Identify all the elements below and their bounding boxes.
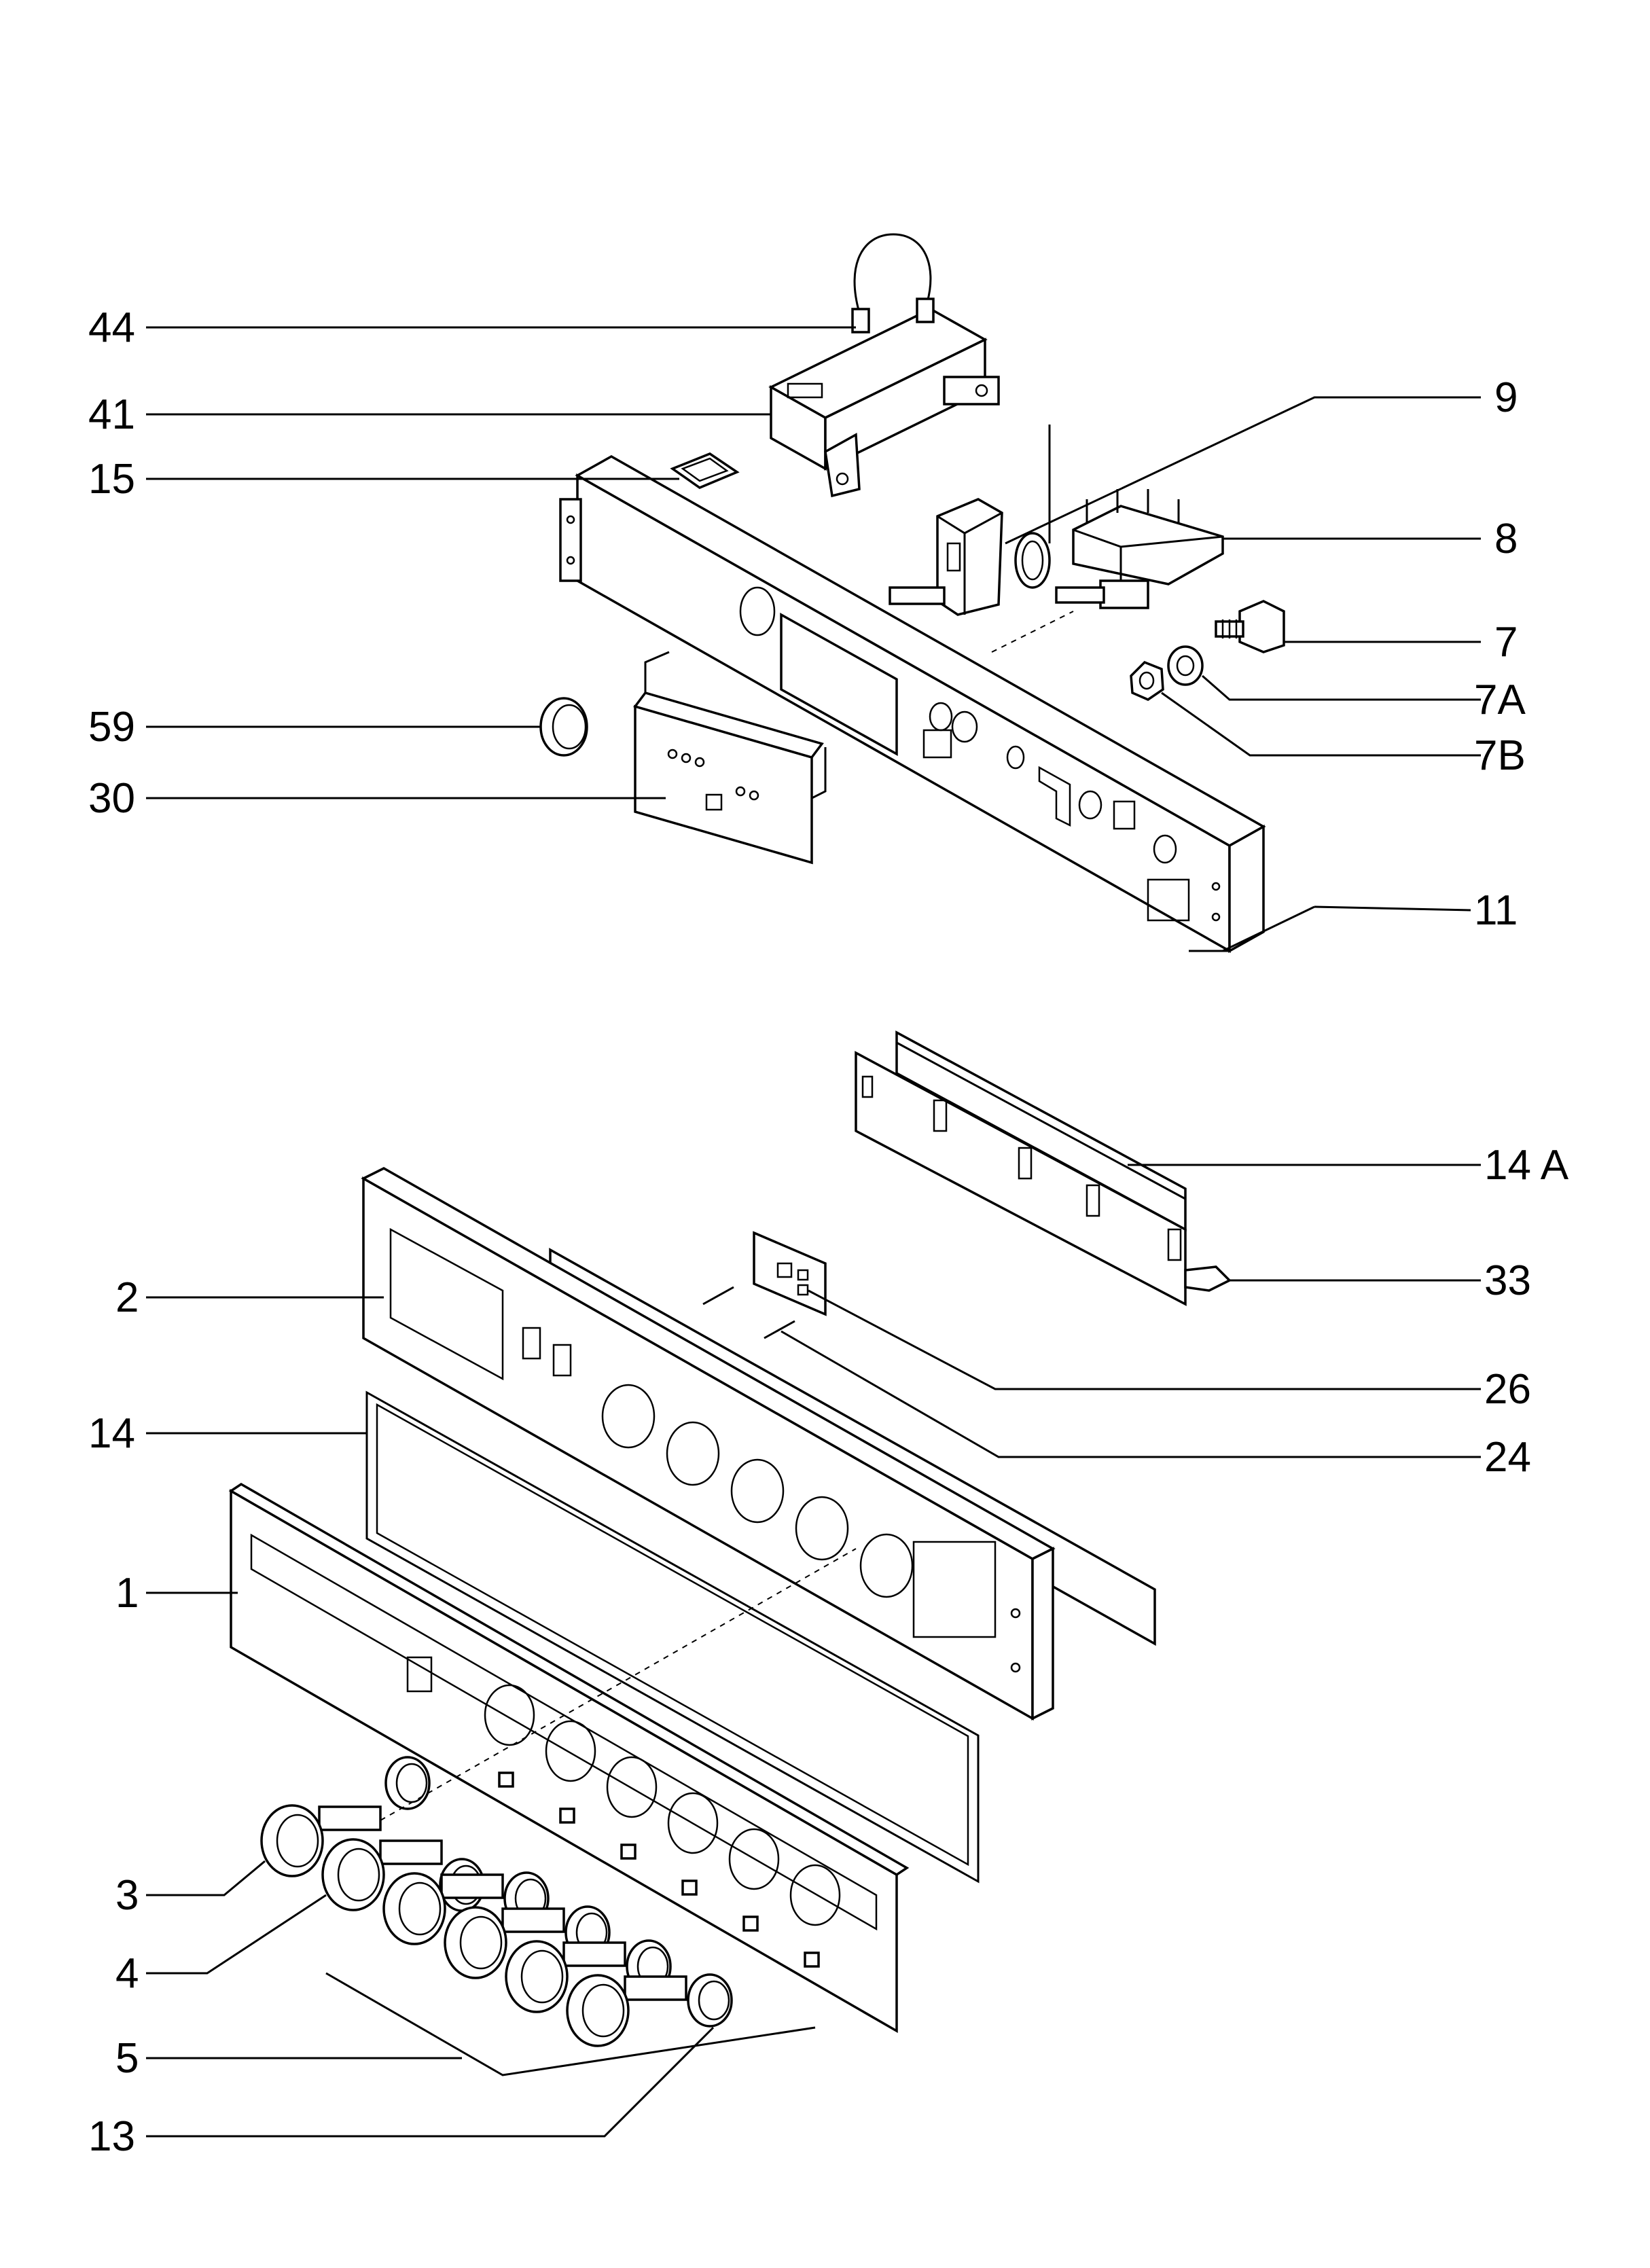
callout-11: 11 — [1474, 887, 1518, 934]
pins-24 — [702, 1286, 795, 1339]
knob-5d — [566, 1974, 687, 2047]
callout-2: 2 — [115, 1274, 139, 1321]
callout-44: 44 — [88, 304, 135, 351]
switch-15 — [670, 452, 740, 489]
callout-7A: 7A — [1474, 677, 1526, 723]
callout-1: 1 — [115, 1570, 139, 1617]
callout-14A: 14 A — [1484, 1142, 1569, 1189]
pcb-26 — [753, 1231, 827, 1316]
knob-4 — [321, 1838, 443, 1911]
knob-5c — [505, 1940, 626, 2013]
control-knobs — [260, 1804, 687, 2047]
knob-3 — [260, 1804, 382, 1877]
callout-4: 4 — [115, 1950, 139, 1997]
callout-14: 14 — [88, 1410, 135, 1457]
thermostat-9 — [889, 425, 1051, 616]
callout-59: 59 — [88, 704, 135, 751]
knob-axis-line — [380, 1548, 857, 1821]
wire-loop-44 — [851, 233, 935, 334]
indicator-bracket-30 — [633, 651, 827, 865]
selector-switch-8 — [1055, 489, 1224, 609]
clip-33 — [1184, 1265, 1232, 1292]
leader-lines — [146, 326, 1481, 2138]
callout-7B: 7B — [1474, 732, 1526, 779]
front-frame-2 — [361, 1167, 1156, 1721]
knob-group-bracket — [325, 1972, 816, 2076]
callout-26: 26 — [1484, 1366, 1531, 1413]
gasket-14 — [365, 1390, 980, 1884]
ignition-module-41 — [768, 308, 1000, 498]
callout-15: 15 — [88, 456, 135, 503]
callout-13: 13 — [88, 2113, 135, 2160]
callout-24: 24 — [1484, 1434, 1531, 1481]
fascia-panel-1 — [228, 1482, 910, 2034]
indicator-lens-59 — [539, 697, 588, 757]
callout-9: 9 — [1494, 374, 1518, 421]
push-switch-7 — [1215, 600, 1285, 653]
rear-strip-14A — [855, 1030, 1187, 1306]
washer-7A — [1167, 645, 1204, 686]
callout-30: 30 — [88, 775, 135, 822]
knob-5a — [382, 1872, 504, 1945]
callout-5: 5 — [115, 2035, 139, 2082]
nut-7B — [1130, 660, 1164, 701]
callout-41: 41 — [88, 391, 135, 438]
callout-3: 3 — [115, 1872, 139, 1919]
callout-33: 33 — [1484, 1257, 1531, 1304]
knob-5b — [444, 1906, 565, 1979]
callout-8: 8 — [1494, 516, 1518, 562]
rear-panel-bracket-11 — [559, 454, 1266, 954]
callout-7: 7 — [1494, 619, 1518, 666]
callout-labels: 44 41 15 9 8 7 7A 7B 59 30 11 14 A 33 2 … — [88, 304, 1569, 2160]
